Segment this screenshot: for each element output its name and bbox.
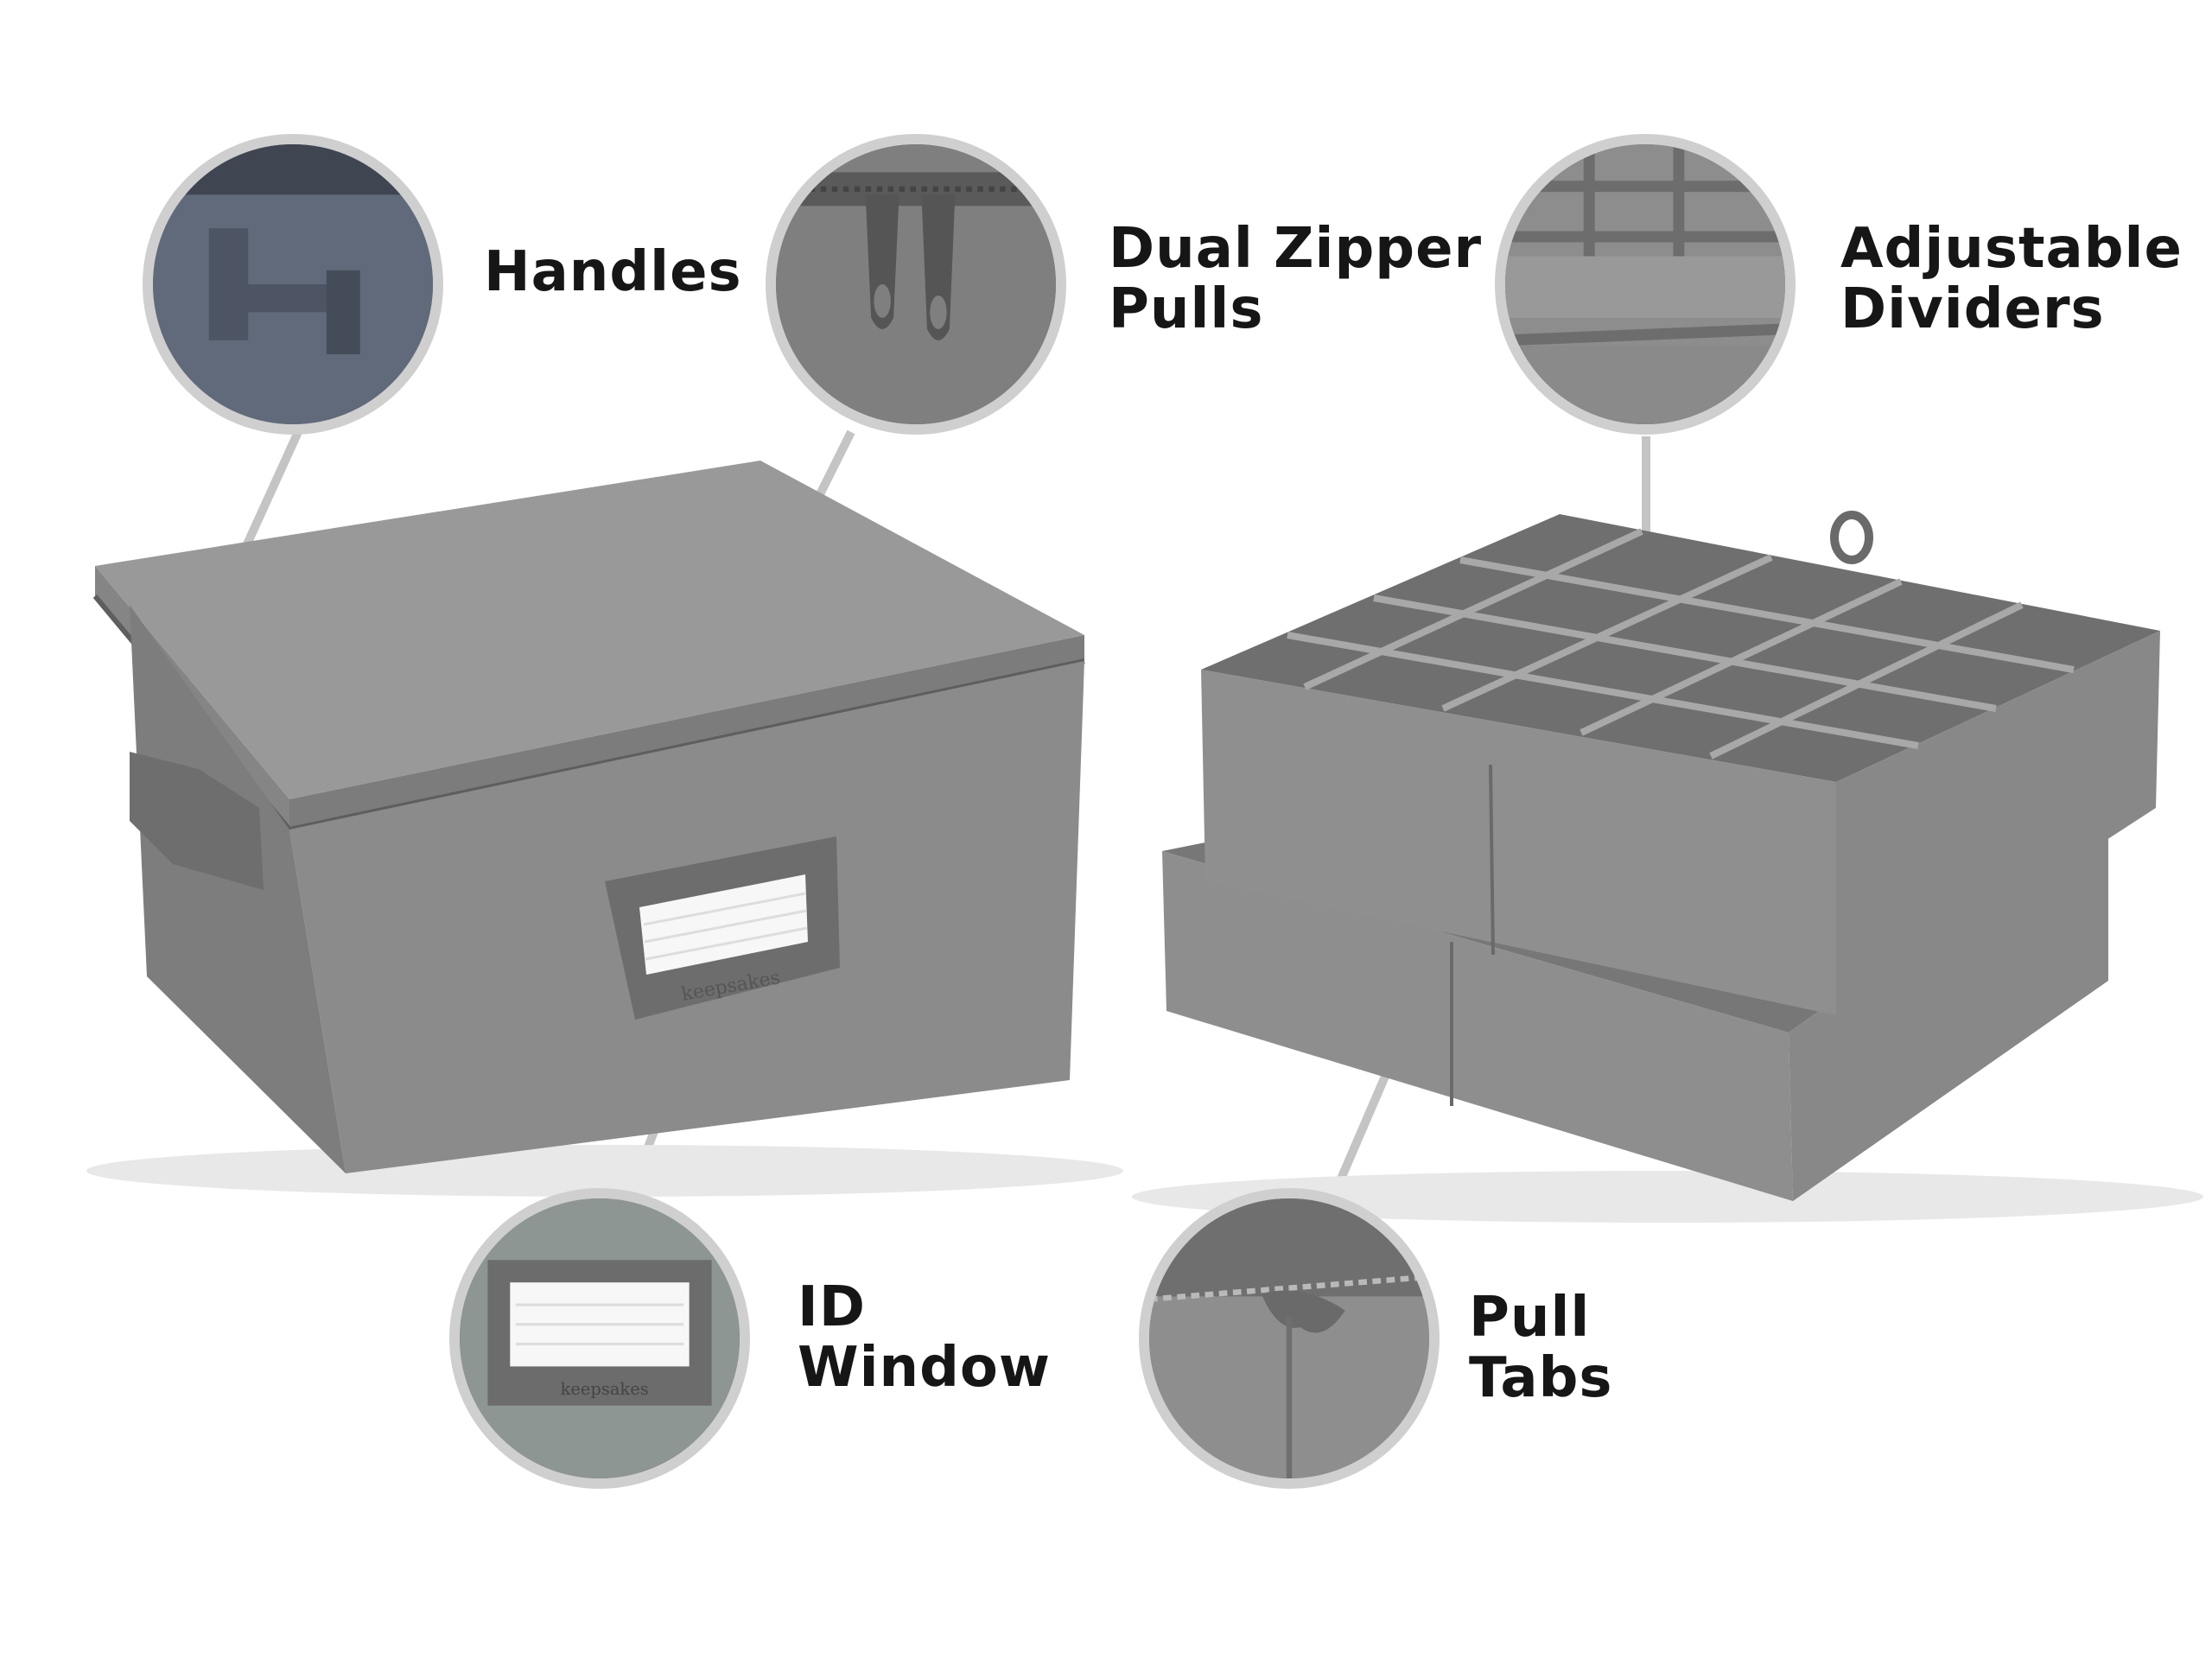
dividers-label: Adjustable Dividers <box>1840 219 2183 340</box>
zipper-closeup-icon <box>776 144 1056 424</box>
zipper-label-line-1: Dual Zipper <box>1109 217 1483 281</box>
zipper-label-line-2: Pulls <box>1109 277 1264 341</box>
pull-tabs-label-line-1: Pull <box>1469 1286 1591 1350</box>
id-window-label-line-1: ID <box>798 1275 866 1339</box>
pull-tabs-label-line-2: Tabs <box>1469 1346 1613 1410</box>
zipper-closeup-circle <box>766 134 1066 435</box>
pull-tab-closeup-circle <box>1139 1188 1440 1489</box>
handle-closeup-circle <box>143 134 443 435</box>
dividers-closeup-circle <box>1495 134 1796 435</box>
dividers-label-line-2: Dividers <box>1840 277 2105 341</box>
dividers-closeup-icon <box>1505 144 1785 424</box>
handles-label-line-1: Handles <box>484 240 742 304</box>
handles-label: Handles <box>484 242 742 302</box>
dividers-label-line-1: Adjustable <box>1840 217 2183 281</box>
pull-tabs-label: Pull Tabs <box>1469 1287 1613 1408</box>
id-window-closeup-icon: keepsakes <box>460 1198 740 1478</box>
handle-closeup-icon <box>153 144 433 424</box>
id-window-label-line-2: Window <box>798 1336 1051 1400</box>
id-window-label: ID Window <box>798 1277 1051 1398</box>
zipper-label: Dual Zipper Pulls <box>1109 219 1482 340</box>
svg-text:keepsakes: keepsakes <box>561 1379 649 1399</box>
pull-tab-closeup-icon <box>1149 1198 1429 1478</box>
id-window-closeup-circle: keepsakes <box>449 1188 750 1489</box>
